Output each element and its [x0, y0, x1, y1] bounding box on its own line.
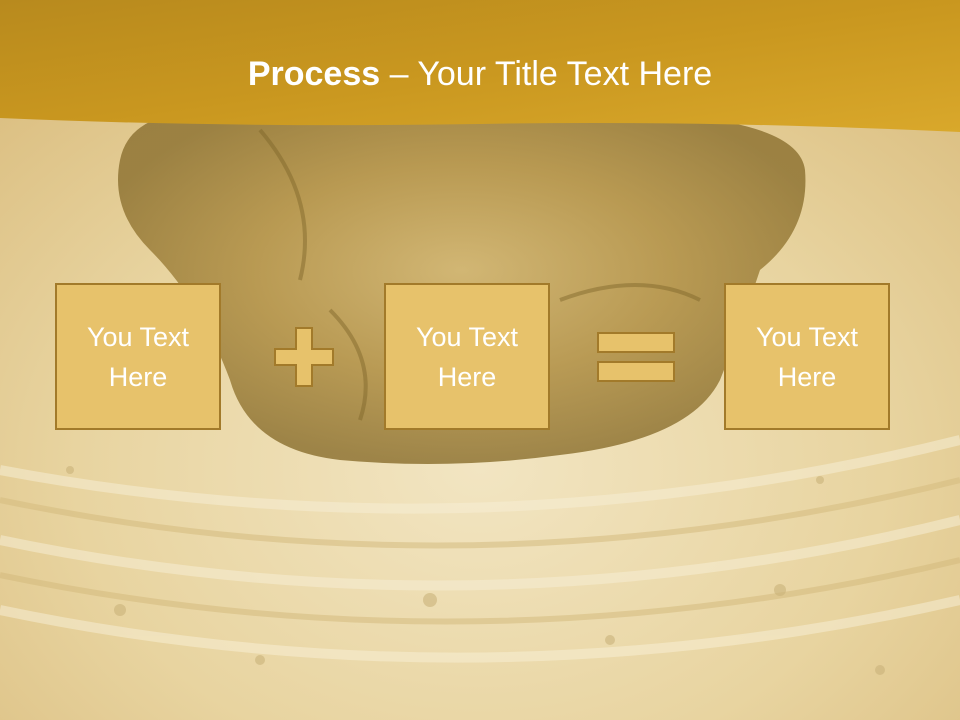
title-text: Your Title Text Here [417, 55, 713, 93]
title-separator: – [380, 55, 418, 93]
slide-title: Process – Your Title Text Here [0, 52, 960, 96]
equals-icon [597, 332, 675, 382]
title-bold: Process [247, 55, 381, 93]
plus-icon [274, 327, 334, 387]
text-box-1[interactable]: You Text Here [55, 283, 221, 430]
text-box-1-label: You Text Here [86, 321, 190, 392]
text-box-2-label: You Text Here [415, 321, 519, 392]
text-box-2[interactable]: You Text Here [384, 283, 550, 430]
text-box-3-label: You Text Here [755, 321, 859, 392]
text-box-3[interactable]: You Text Here [724, 283, 890, 430]
